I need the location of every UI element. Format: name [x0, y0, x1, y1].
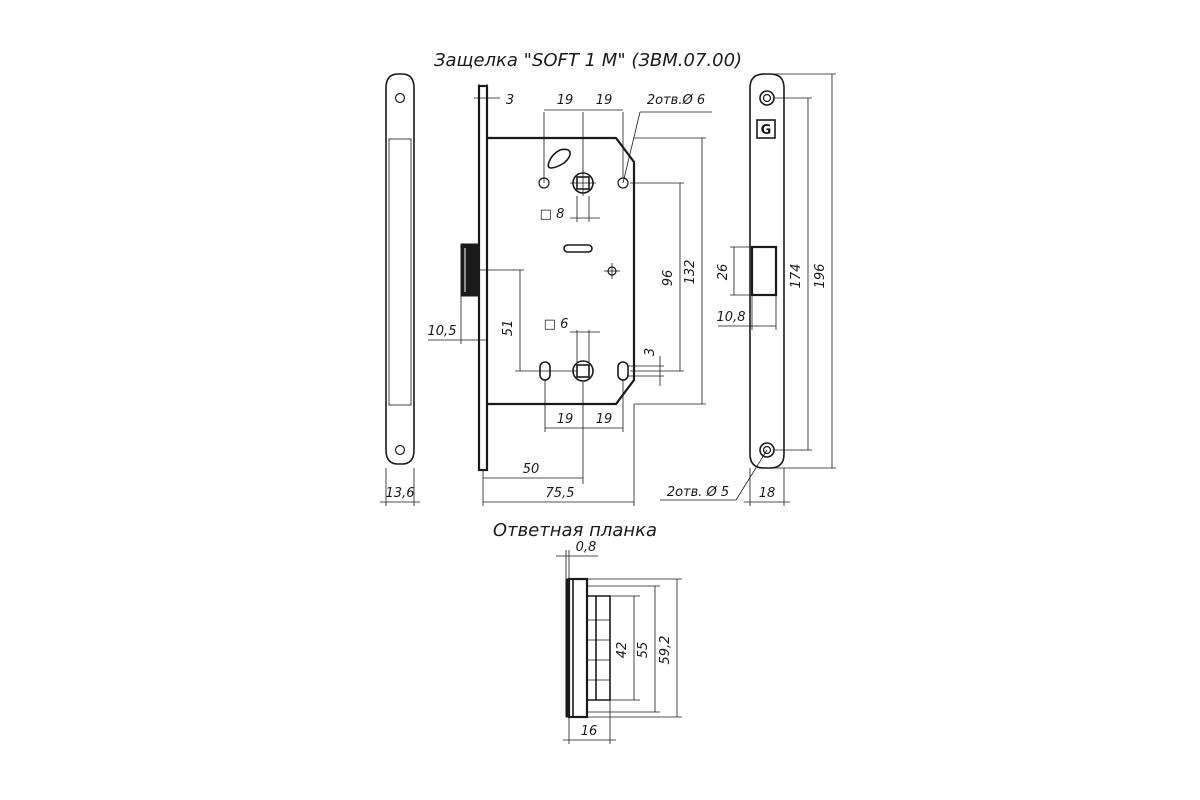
mount-hole-bottom [394, 444, 406, 456]
note-2-holes-5: 2отв. Ø 5 [667, 485, 729, 500]
screw-hole-top [762, 93, 772, 103]
dim-174: 174 [789, 264, 804, 289]
dim-16: 16 [581, 724, 598, 739]
dim-19-top-left: 19 [557, 93, 574, 108]
lock-body-view: 3 19 19 2отв.Ø 6 □ 8 96 132 10,5 [428, 84, 712, 506]
dim-26: 26 [716, 264, 731, 281]
dim-132: 132 [683, 260, 698, 285]
faceplate-side-view: 13,6 [380, 73, 420, 506]
oval-hole-right [617, 361, 629, 381]
dim-50: 50 [523, 462, 540, 477]
note-2-holes-6: 2отв.Ø 6 [647, 93, 705, 108]
dim-59-2: 59,2 [658, 636, 673, 665]
dim-10-5: 10,5 [428, 324, 457, 339]
dim-13-6: 13,6 [386, 486, 415, 501]
faceplate-front-view: G 26 10,8 174 196 2отв. Ø 5 18 [660, 73, 836, 506]
dim-196: 196 [813, 264, 828, 289]
dim-19-top-right: 19 [596, 93, 613, 108]
strike-plate-view: 0,8 42 55 59,2 16 [556, 540, 682, 744]
angled-slot [547, 148, 571, 169]
dim-square-6: □ 6 [544, 317, 569, 332]
latch-window [750, 245, 778, 297]
dim-3-top: 3 [506, 93, 514, 108]
dim-19-bottom-left: 19 [557, 412, 574, 427]
dim-75-5: 75,5 [546, 486, 575, 501]
strike-plate-title: Ответная планка [493, 520, 657, 541]
brand-logo [756, 119, 776, 139]
dim-96: 96 [661, 270, 676, 287]
latch-bolt [460, 243, 480, 297]
dim-3-mid: 3 [643, 348, 658, 356]
brand-logo-letter: G [761, 123, 772, 138]
dim-51: 51 [501, 320, 516, 337]
dim-10-8: 10,8 [717, 310, 746, 325]
middle-slot [563, 244, 593, 253]
mount-hole-top [394, 92, 406, 104]
dim-18: 18 [759, 486, 776, 501]
dim-0-8: 0,8 [576, 540, 597, 555]
dim-42: 42 [615, 642, 630, 659]
dim-55: 55 [636, 642, 651, 659]
drawing-title: Защелка "SOFT 1 M" (ЗВМ.07.00) [434, 50, 742, 71]
dim-square-8: □ 8 [540, 207, 565, 222]
dim-19-bottom-right: 19 [596, 412, 613, 427]
thumbturn-square [576, 364, 590, 378]
